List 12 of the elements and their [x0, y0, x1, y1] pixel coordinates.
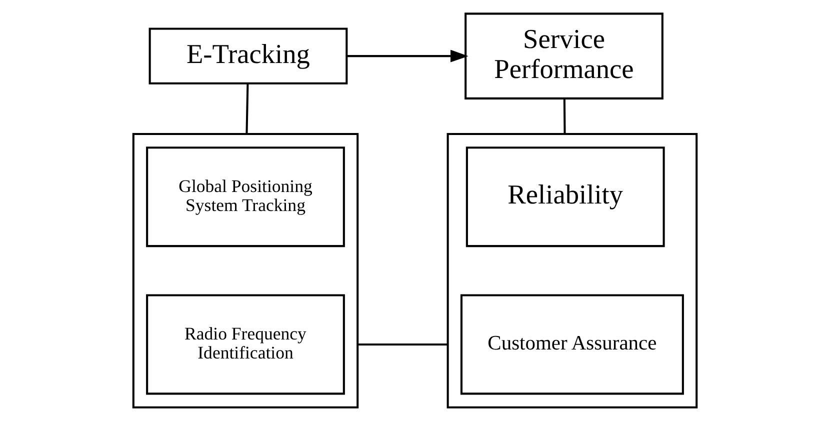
node-box: Service Performance	[464, 12, 664, 100]
node-box: E-Tracking	[148, 28, 348, 84]
node-box: Reliability	[466, 146, 665, 248]
node-box: Global Positioning System Tracking	[146, 146, 345, 248]
connector	[358, 343, 448, 346]
connector	[246, 84, 249, 134]
node-box: Customer Assurance	[460, 294, 684, 395]
connector	[563, 98, 566, 134]
cluster	[446, 132, 698, 408]
arrow	[346, 50, 468, 62]
node-box: Radio Frequency Identification	[146, 294, 345, 395]
cluster	[132, 132, 359, 408]
